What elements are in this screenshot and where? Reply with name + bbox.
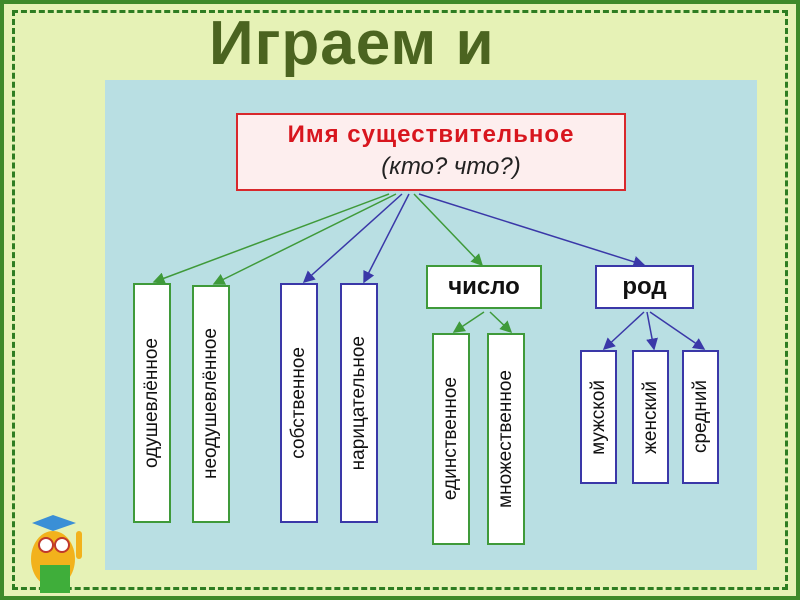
dashed-frame	[12, 10, 788, 590]
label: число	[448, 273, 520, 300]
label: единственное	[440, 377, 461, 501]
arrow	[489, 311, 513, 334]
box-neuter: средний	[682, 350, 719, 484]
arrow	[646, 311, 658, 351]
arrow	[418, 193, 646, 268]
box-inanimate: неодушевлённое	[192, 285, 230, 523]
arrow	[363, 193, 410, 284]
box-proper: собственное	[280, 283, 318, 523]
arrow	[602, 311, 645, 351]
box-singular: единственное	[432, 333, 470, 545]
main-title: Имя существительное	[287, 121, 575, 148]
label: род	[622, 273, 667, 300]
box-animate: одушевлённое	[133, 283, 171, 523]
arrows	[152, 193, 706, 351]
main-concept-box: Имя существительное (кто? что?)	[236, 113, 626, 191]
label: женский	[639, 380, 661, 454]
main-question: (кто? что?)	[381, 153, 521, 180]
label: неодушевлённое	[200, 328, 221, 480]
owl-teacher-icon	[31, 515, 82, 593]
label: собственное	[288, 347, 309, 459]
box-plural: множественное	[487, 333, 525, 545]
arrow	[212, 193, 397, 285]
arrow	[649, 311, 706, 350]
label: мужской	[587, 379, 609, 455]
slide-title: Играем и	[209, 9, 495, 78]
label: нарицательное	[348, 335, 369, 471]
box-masculine: мужской	[580, 350, 617, 484]
arrow	[302, 193, 403, 284]
label: одушевлённое	[141, 338, 162, 468]
arrow	[152, 193, 390, 284]
label: средний	[689, 380, 711, 454]
box-feminine: женский	[632, 350, 669, 484]
label: множественное	[495, 370, 516, 508]
box-gender: род	[595, 265, 694, 309]
arrow	[452, 311, 485, 333]
arrow	[413, 193, 484, 267]
box-number: число	[426, 265, 542, 309]
box-common: нарицательное	[340, 283, 378, 523]
